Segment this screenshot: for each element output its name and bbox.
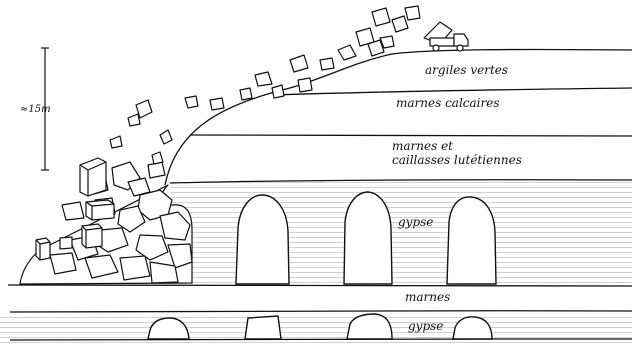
gypse-chamber: [235, 194, 290, 285]
gypse-lower-label: gypse: [408, 319, 443, 333]
gypse-chamber: [343, 191, 393, 285]
gypse-chamber: [244, 315, 282, 340]
argiles-vertes-label: argiles vertes: [425, 63, 508, 77]
marnes-et-label: marnes et: [392, 139, 453, 153]
bottom-line: [9, 338, 632, 341]
gypse-chamber: [147, 317, 190, 340]
argiles-base-line: [274, 87, 632, 96]
surface-line: [164, 48, 632, 186]
gypse-chamber: [346, 313, 393, 340]
marnes-label: marnes: [405, 290, 450, 304]
cube-blocks: [35, 157, 115, 261]
gypse-chamber: [452, 316, 493, 340]
gypse-chambers-upper: [147, 191, 497, 340]
scale-label: ≈15m: [20, 104, 51, 115]
caillasses-label: caillasses lutétiennes: [392, 153, 522, 167]
gypse-chamber: [446, 196, 497, 285]
marnes-calcaires-base-line: [189, 134, 632, 137]
caillasses-base-line: [169, 179, 632, 184]
marnes-base-line: [9, 310, 632, 313]
gypse-upper-label: gypse: [398, 215, 433, 229]
marnes-calcaires-label: marnes calcaires: [396, 96, 500, 110]
debris: [109, 5, 421, 165]
rubble-pile: [19, 161, 193, 285]
scale-bar: [41, 47, 49, 171]
gypse-base-line: [7, 284, 632, 288]
dump-truck-icon: [423, 21, 469, 52]
